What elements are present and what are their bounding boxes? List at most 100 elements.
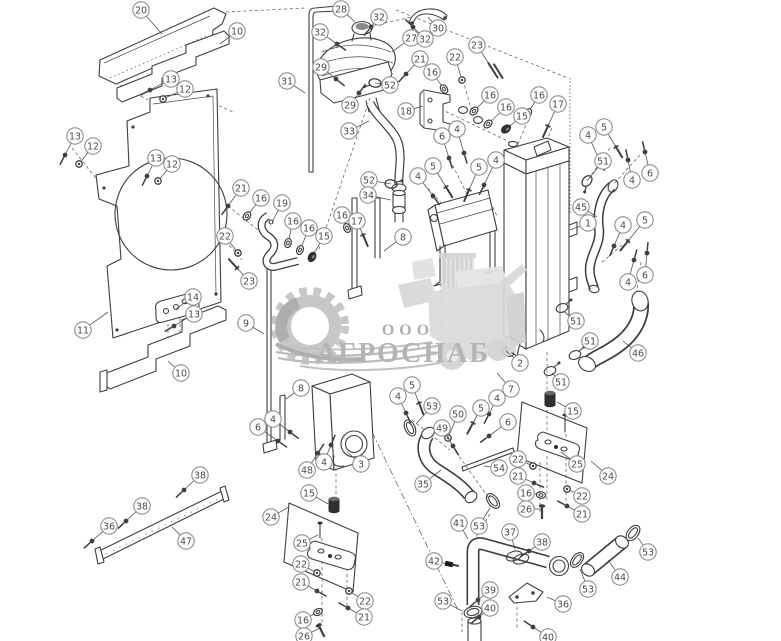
callout-balloon[interactable] (433, 127, 451, 145)
callout-balloon[interactable] (581, 332, 599, 350)
callout-balloon[interactable] (509, 467, 527, 485)
callout-balloon[interactable] (579, 126, 597, 144)
callout-balloon[interactable] (472, 399, 490, 417)
callout-balloon[interactable] (311, 23, 329, 41)
callout-balloon[interactable] (132, 1, 150, 19)
callout-balloon[interactable] (389, 387, 407, 405)
callout-balloon[interactable] (552, 373, 570, 391)
callout-balloon[interactable] (423, 63, 441, 81)
callout-balloon[interactable] (348, 212, 366, 230)
callout-balloon[interactable] (332, 0, 350, 18)
callout-balloon[interactable] (502, 380, 520, 398)
callout-balloon[interactable] (147, 149, 165, 167)
callout-balloon[interactable] (623, 171, 641, 189)
callout-balloon[interactable] (533, 533, 551, 551)
callout-balloon[interactable] (564, 402, 582, 420)
callout-balloon[interactable] (249, 418, 267, 436)
callout-balloon[interactable] (611, 568, 629, 586)
callout-balloon[interactable] (409, 167, 427, 185)
callout-balloon[interactable] (191, 466, 209, 484)
callout-balloon[interactable] (567, 312, 585, 330)
callout-balloon[interactable] (66, 127, 84, 145)
callout-balloon[interactable] (240, 272, 258, 290)
callout-balloon[interactable] (450, 514, 468, 532)
callout-balloon[interactable] (573, 505, 591, 523)
callout-balloon[interactable] (163, 155, 181, 173)
callout-balloon[interactable] (470, 158, 488, 176)
callout-balloon[interactable] (352, 455, 370, 473)
callout-balloon[interactable] (639, 543, 657, 561)
callout-balloon[interactable] (394, 228, 412, 246)
callout-balloon[interactable] (511, 354, 529, 372)
callout-balloon[interactable] (293, 534, 311, 552)
callout-balloon[interactable] (554, 595, 572, 613)
callout-balloon[interactable] (429, 19, 447, 37)
callout-balloon[interactable] (595, 118, 613, 136)
callout-balloon[interactable] (433, 419, 451, 437)
callout-balloon[interactable] (100, 517, 118, 535)
callout-balloon[interactable] (74, 321, 92, 339)
callout-balloon[interactable] (403, 376, 421, 394)
callout-balloon[interactable] (273, 194, 291, 212)
callout-balloon[interactable] (549, 95, 567, 113)
callout-balloon[interactable] (184, 288, 202, 306)
callout-balloon[interactable] (292, 379, 310, 397)
callout-balloon[interactable] (177, 532, 195, 550)
callout-balloon[interactable] (568, 455, 586, 473)
callout-balloon[interactable] (312, 58, 330, 76)
callout-balloon[interactable] (487, 151, 505, 169)
callout-balloon[interactable] (579, 580, 597, 598)
callout-balloon[interactable] (470, 517, 488, 535)
callout-balloon[interactable] (340, 122, 358, 140)
callout-balloon[interactable] (629, 344, 647, 362)
callout-balloon[interactable] (446, 48, 464, 66)
callout-balloon[interactable] (599, 467, 617, 485)
callout-balloon[interactable] (448, 120, 466, 138)
callout-balloon[interactable] (176, 80, 194, 98)
callout-balloon[interactable] (315, 453, 333, 471)
callout-balloon[interactable] (298, 461, 316, 479)
callout-balloon[interactable] (216, 227, 234, 245)
callout-balloon[interactable] (162, 70, 180, 88)
callout-balloon[interactable] (481, 599, 499, 617)
callout-balloon[interactable] (449, 405, 467, 423)
callout-balloon[interactable] (619, 273, 637, 291)
callout-balloon[interactable] (359, 186, 377, 204)
callout-balloon[interactable] (172, 364, 190, 382)
callout-balloon[interactable] (497, 98, 515, 116)
callout-balloon[interactable] (573, 487, 591, 505)
callout-balloon[interactable] (355, 608, 373, 626)
callout-balloon[interactable] (513, 107, 531, 125)
callout-balloon[interactable] (636, 211, 654, 229)
callout-balloon[interactable] (614, 216, 632, 234)
callout-balloon[interactable] (278, 72, 296, 90)
callout-balloon[interactable] (517, 500, 535, 518)
callout-balloon[interactable] (292, 573, 310, 591)
callout-balloon[interactable] (185, 305, 203, 323)
callout-balloon[interactable] (499, 413, 517, 431)
callout-balloon[interactable] (381, 76, 399, 94)
callout-balloon[interactable] (411, 50, 429, 68)
callout-balloon[interactable] (509, 450, 527, 468)
callout-balloon[interactable] (434, 592, 452, 610)
callout-balloon[interactable] (397, 102, 415, 120)
callout-balloon[interactable] (133, 497, 151, 515)
callout-balloon[interactable] (572, 198, 590, 216)
callout-balloon[interactable] (636, 266, 654, 284)
callout-balloon[interactable] (300, 484, 318, 502)
callout-balloon[interactable] (530, 86, 548, 104)
callout-balloon[interactable] (424, 157, 442, 175)
callout-balloon[interactable] (641, 164, 659, 182)
callout-balloon[interactable] (284, 212, 302, 230)
callout-balloon[interactable] (300, 219, 318, 237)
callout-balloon[interactable] (295, 627, 313, 641)
callout-balloon[interactable] (481, 581, 499, 599)
callout-balloon[interactable] (370, 8, 388, 26)
callout-balloon[interactable] (594, 152, 612, 170)
callout-balloon[interactable] (539, 628, 557, 641)
callout-balloon[interactable] (488, 389, 506, 407)
callout-balloon[interactable] (341, 96, 359, 114)
callout-balloon[interactable] (481, 86, 499, 104)
callout-balloon[interactable] (237, 314, 255, 332)
callout-balloon[interactable] (423, 397, 441, 415)
